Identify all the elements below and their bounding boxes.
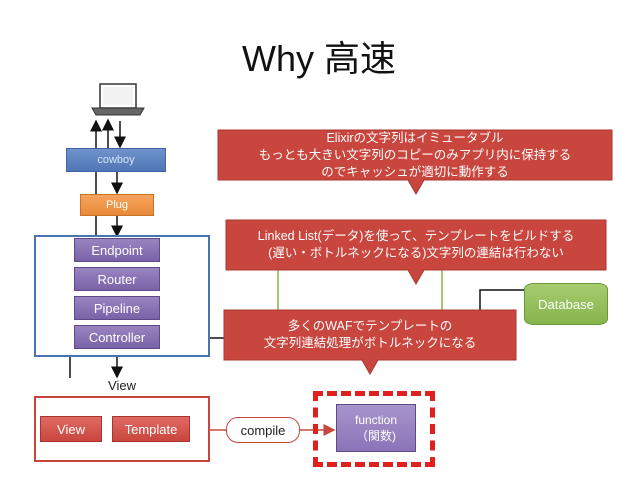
- template-box: Template: [112, 416, 190, 442]
- laptop-icon: [91, 83, 145, 116]
- database-box: Database: [524, 283, 608, 325]
- highlight-dashed-frame: [313, 391, 435, 467]
- callout-shape-3: [223, 309, 517, 376]
- callout-3-line-2: 文字列連結処理がボトルネックになる: [263, 336, 477, 350]
- router-box: Router: [74, 267, 160, 291]
- endpoint-box: Endpoint: [74, 238, 160, 262]
- function-box: function （関数): [336, 404, 416, 452]
- callout-shape-2: [225, 219, 607, 286]
- callout-shape-1: [217, 129, 613, 196]
- controller-box: Controller: [74, 325, 160, 349]
- callout-immutable: Elixirの文字列はイミュータブル もっとも大きい文字列のコピーのみアプリ内に…: [216, 128, 614, 182]
- callout-1-line-2: もっとも大きい文字列のコピーのみアプリ内に保持する: [258, 147, 572, 162]
- callout-2-line-2: (遅い・ボトルネックになる)文字列の連結は行わない: [268, 246, 564, 260]
- callout-1-line-1: Elixirの文字列はイミュータブル: [326, 130, 504, 145]
- function-label-ja: （関数): [356, 429, 396, 443]
- callout-3-line-1: 多くのWAFでテンプレートの: [287, 319, 453, 333]
- callout-1-line-3: のでキャッシュが適切に動作する: [321, 164, 509, 179]
- callout-linked-list: Linked List(データ)を使って、テンプレートをビルドする (遅い・ボト…: [224, 218, 608, 272]
- callout-2-line-1: Linked List(データ)を使って、テンプレートをビルドする: [257, 229, 575, 243]
- cowboy-box: cowboy: [66, 148, 166, 172]
- plug-box: Plug: [80, 194, 154, 216]
- function-label: function: [354, 413, 398, 427]
- view-frame-label: View: [108, 378, 136, 393]
- view-box: View: [40, 416, 102, 442]
- page-title: Why 高速: [241, 38, 396, 79]
- pipeline-box: Pipeline: [74, 296, 160, 320]
- callout-waf: 多くのWAFでテンプレートの 文字列連結処理がボトルネックになる: [222, 308, 518, 362]
- compile-label: compile: [226, 417, 300, 443]
